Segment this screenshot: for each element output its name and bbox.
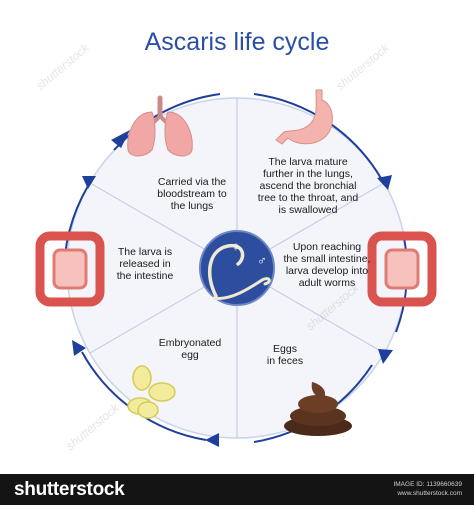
male-symbol: ♂ [257, 253, 267, 268]
feces-icon [284, 382, 352, 436]
image-id: IMAGE ID: 1139660639 [393, 481, 462, 488]
life-cycle-diagram [35, 89, 437, 447]
arrowhead [377, 175, 392, 190]
lungs-icon [127, 95, 193, 157]
arrowhead [378, 349, 393, 364]
arrowhead [205, 433, 219, 447]
arrowhead [82, 176, 96, 189]
diagram-title: Ascaris life cycle [144, 28, 330, 56]
arrowhead [72, 340, 86, 356]
stomach-icon [275, 89, 333, 145]
arrowheads [72, 130, 393, 447]
intestine-icon [367, 231, 437, 307]
center-worms [199, 230, 275, 306]
footer-url: www.shutterstock.com [397, 490, 462, 497]
female-symbol: ♀ [231, 239, 241, 254]
footer-bar: shutterstock IMAGE ID: 1139660639 www.sh… [0, 474, 474, 505]
eggs-icon [127, 365, 176, 419]
shutterstock-logo[interactable]: shutterstock [14, 479, 125, 500]
arrowhead [111, 130, 130, 148]
intestine-icon [35, 231, 105, 307]
